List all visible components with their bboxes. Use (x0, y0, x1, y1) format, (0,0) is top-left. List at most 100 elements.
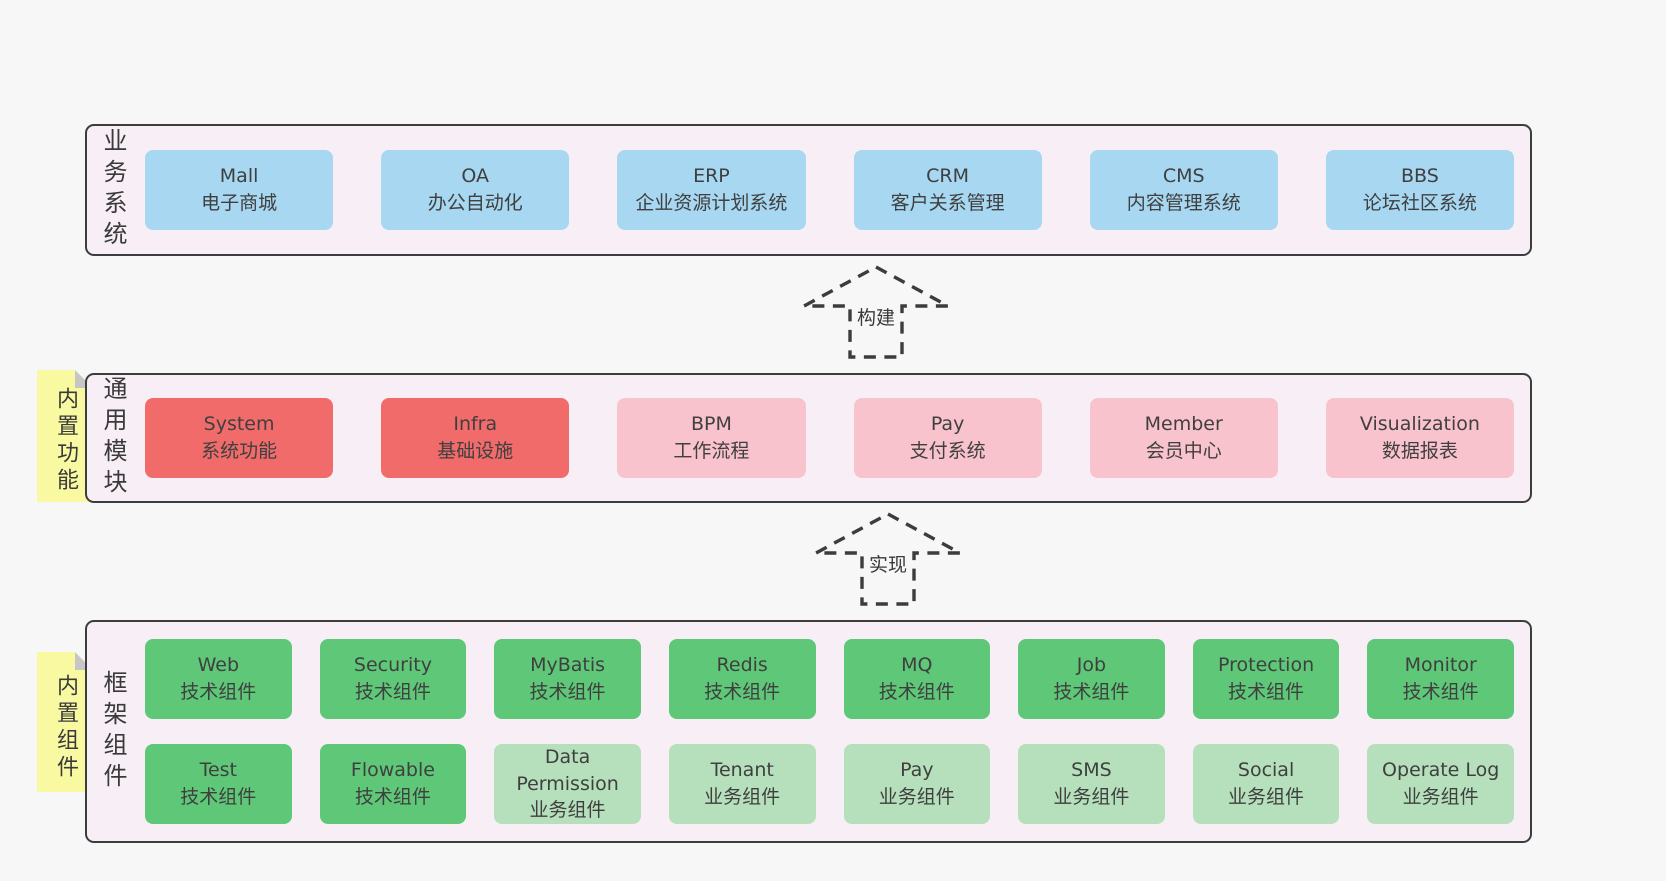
box-title: ERP (693, 165, 730, 188)
framework-components-panel: 框架组件 Web 技术组件 Security 技术组件 MyBatis 技术组件… (85, 620, 1532, 843)
box-sms: SMS 业务组件 (1018, 744, 1165, 824)
box-title: BBS (1401, 165, 1439, 188)
box-title: Test (199, 759, 238, 782)
dashed-up-arrow-icon (803, 265, 949, 359)
box-subtitle: 技术组件 (354, 786, 431, 808)
build-arrow: 构建 (801, 264, 951, 360)
box-title: Job (1076, 654, 1107, 677)
box-title: Web (197, 654, 240, 677)
box-tenant: Tenant 业务组件 (668, 744, 816, 824)
box-job: Job 技术组件 (1018, 639, 1165, 719)
dashed-up-arrow-icon (815, 512, 961, 606)
box-monitor: Monitor 技术组件 (1367, 639, 1514, 719)
box-title: Security (353, 654, 432, 677)
box-infra: Infra 基础设施 (381, 398, 570, 478)
box-title: OA (461, 165, 490, 188)
box-subtitle: 支付系统 (909, 440, 986, 462)
box-title: Redis (716, 654, 768, 677)
box-protection: Protection 技术组件 (1192, 639, 1340, 719)
box-subtitle: 技术组件 (529, 681, 606, 703)
box-subtitle: 会员中心 (1145, 440, 1222, 462)
box-title: CRM (926, 165, 970, 188)
band-label-business-systems: 业务系统 (99, 128, 127, 252)
box-title: Visualization (1359, 413, 1480, 436)
box-subtitle: 技术组件 (354, 681, 431, 703)
box-subtitle: 技术组件 (1053, 681, 1130, 703)
box-operate-log: Operate Log 业务组件 (1367, 744, 1514, 824)
arrow-label-implement: 实现 (865, 550, 911, 577)
sticky-note-builtin-features: 内置功能 (37, 370, 93, 502)
box-member: Member 会员中心 (1089, 398, 1278, 478)
box-test: Test 技术组件 (145, 744, 292, 824)
sticky-note-label: 内置组件 (53, 673, 78, 782)
box-redis: Redis 技术组件 (668, 639, 816, 719)
box-title: CMS (1162, 165, 1205, 188)
box-subtitle: 业务组件 (878, 786, 955, 808)
framework-components-row-1: Web 技术组件 Security 技术组件 MyBatis 技术组件 Redi… (145, 639, 1514, 719)
box-title: Monitor (1404, 654, 1477, 677)
box-web: Web 技术组件 (145, 639, 292, 719)
box-title: Data Permission (516, 746, 619, 795)
box-security: Security 技术组件 (319, 639, 467, 719)
box-title: Pay (900, 759, 934, 782)
box-subtitle: 客户关系管理 (890, 192, 1005, 214)
band-label-common-modules: 通用模块 (99, 376, 127, 500)
box-visualization: Visualization 数据报表 (1325, 398, 1514, 478)
common-modules-panel: 通用模块 System 系统功能 Infra 基础设施 BPM 工作流程 Pay… (85, 373, 1532, 503)
box-subtitle: 论坛社区系统 (1362, 192, 1477, 214)
box-subtitle: 业务组件 (704, 786, 781, 808)
arrow-label-build: 构建 (853, 303, 899, 330)
box-title: SMS (1071, 759, 1112, 782)
box-title: Member (1144, 413, 1223, 436)
box-subtitle: 企业资源计划系统 (635, 192, 788, 214)
box-oa: OA 办公自动化 (381, 150, 570, 230)
box-mybatis: MyBatis 技术组件 (494, 639, 641, 719)
framework-components-row-2: Test 技术组件 Flowable 技术组件 Data Permission … (145, 744, 1514, 824)
box-subtitle: 业务组件 (1402, 786, 1479, 808)
box-subtitle: 系统功能 (201, 440, 278, 462)
box-title: MQ (901, 654, 933, 677)
common-modules-boxes: System 系统功能 Infra 基础设施 BPM 工作流程 Pay 支付系统… (145, 375, 1514, 501)
box-subtitle: 工作流程 (673, 440, 750, 462)
box-title: Pay (930, 413, 965, 436)
sticky-note-label: 内置功能 (53, 387, 78, 496)
box-subtitle: 技术组件 (1228, 681, 1305, 703)
box-crm: CRM 客户关系管理 (853, 150, 1042, 230)
box-flowable: Flowable 技术组件 (319, 744, 467, 824)
box-pay-business: Pay 业务组件 (843, 744, 991, 824)
implement-arrow: 实现 (813, 511, 963, 607)
box-mq: MQ 技术组件 (843, 639, 991, 719)
box-subtitle: 数据报表 (1381, 440, 1458, 462)
box-title: BPM (690, 413, 732, 436)
box-title: Mall (219, 165, 259, 188)
box-title: Protection (1218, 654, 1315, 677)
framework-components-boxes: Web 技术组件 Security 技术组件 MyBatis 技术组件 Redi… (145, 622, 1514, 841)
box-cms: CMS 内容管理系统 (1089, 150, 1278, 230)
box-pay: Pay 支付系统 (853, 398, 1042, 478)
box-social: Social 业务组件 (1192, 744, 1340, 824)
box-system: System 系统功能 (145, 398, 334, 478)
box-bpm: BPM 工作流程 (617, 398, 806, 478)
box-subtitle: 技术组件 (180, 681, 257, 703)
box-subtitle: 基础设施 (437, 440, 514, 462)
box-title: Social (1237, 759, 1295, 782)
box-subtitle: 业务组件 (529, 799, 606, 822)
box-subtitle: 技术组件 (878, 681, 955, 703)
business-systems-panel: 业务系统 Mall 电子商城 OA 办公自动化 ERP 企业资源计划系统 CRM… (85, 124, 1532, 256)
box-data-permission: Data Permission 业务组件 (494, 744, 641, 824)
box-title: Operate Log (1382, 759, 1500, 782)
box-title: MyBatis (530, 654, 606, 677)
box-subtitle: 内容管理系统 (1126, 192, 1241, 214)
box-mall: Mall 电子商城 (145, 150, 334, 230)
box-subtitle: 电子商城 (201, 192, 278, 214)
band-label-framework-components: 框架组件 (99, 669, 127, 794)
box-bbs: BBS 论坛社区系统 (1325, 150, 1514, 230)
box-title: Flowable (350, 759, 435, 782)
box-subtitle: 技术组件 (704, 681, 781, 703)
box-subtitle: 办公自动化 (427, 192, 523, 214)
box-title: Tenant (710, 759, 774, 782)
box-title: Infra (453, 413, 498, 436)
box-title: System (203, 413, 275, 436)
business-systems-boxes: Mall 电子商城 OA 办公自动化 ERP 企业资源计划系统 CRM 客户关系… (145, 126, 1514, 254)
